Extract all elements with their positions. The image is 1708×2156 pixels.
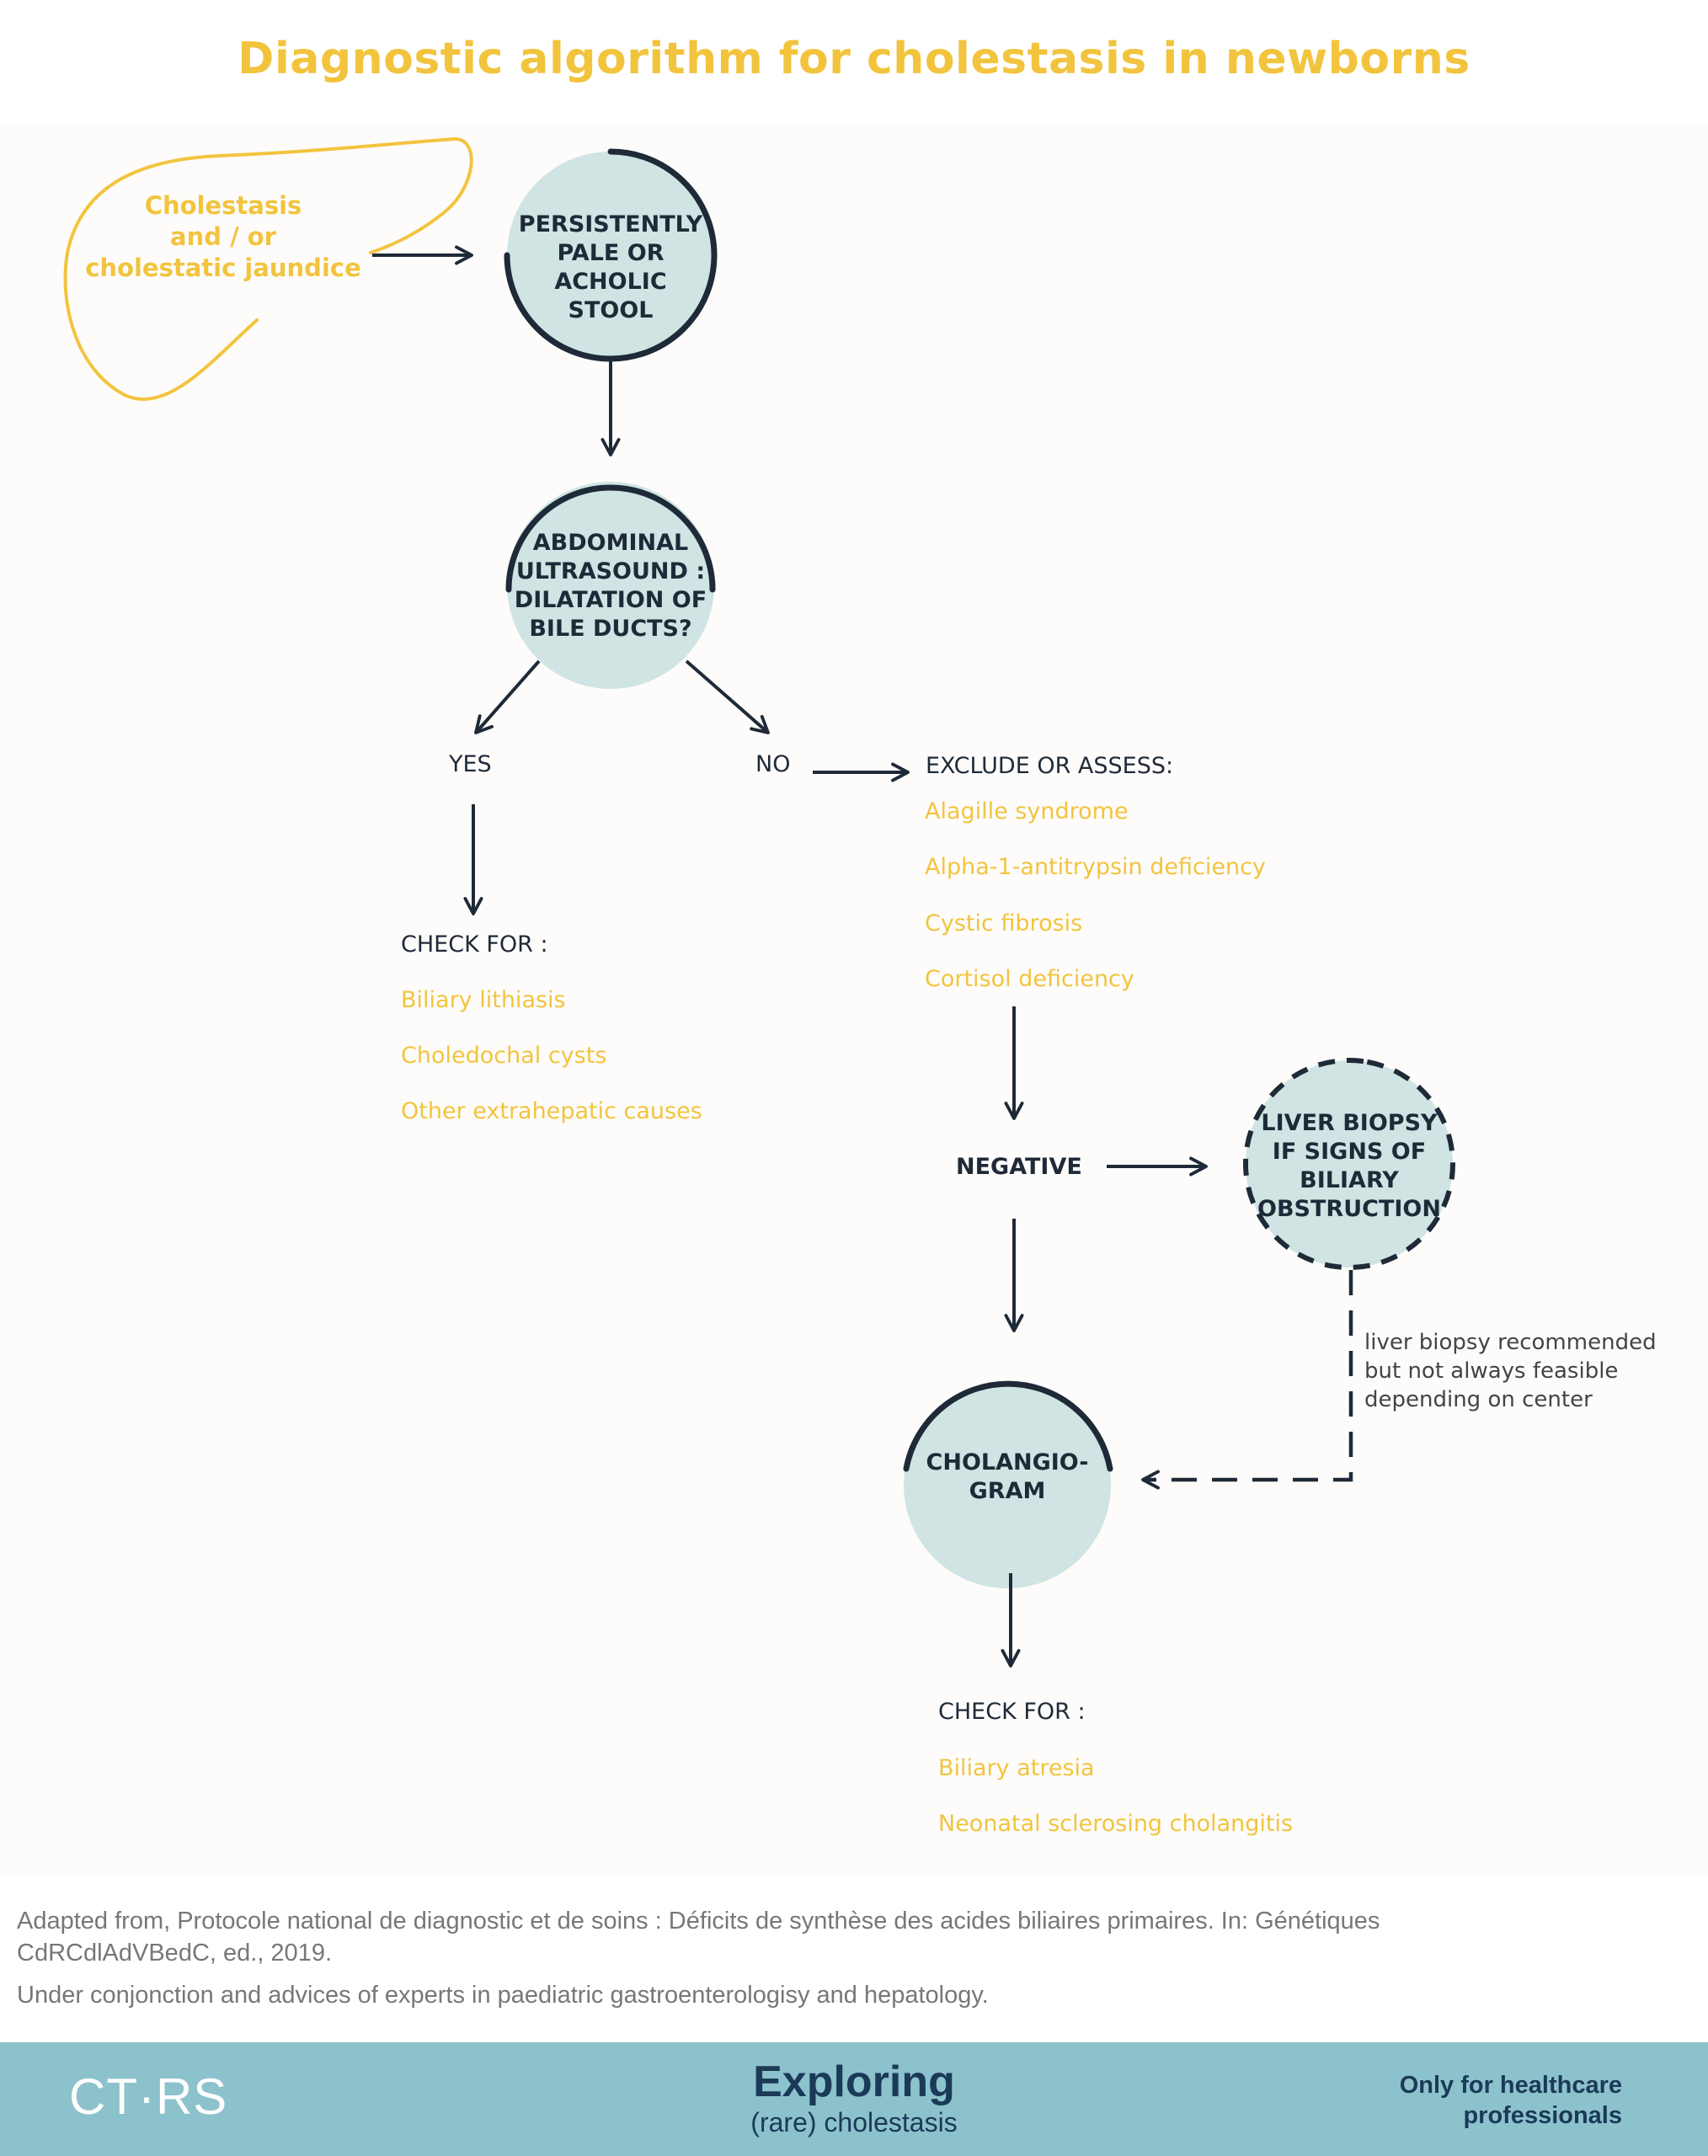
ultrasound-node-label: ABDOMINAL ULTRASOUND : DILATATION OF BIL… [514,530,707,642]
ultrasound-node-circle [507,482,714,689]
exclude-heading: EXCLUDE OR ASSESS: [926,753,1174,779]
cholangiogram-node-circle [904,1381,1111,1588]
footer-bar [0,2042,1708,2156]
page-title: Diagnostic algorithm for cholestasis in … [238,34,1470,84]
check-yes-item: Other extrahepatic causes [401,1098,702,1124]
check-for-yes-heading: CHECK FOR : [401,931,548,958]
exploring-logo: Exploring [753,2057,955,2106]
check-for-final-heading: CHECK FOR : [938,1699,1086,1725]
negative-label: NEGATIVE [956,1154,1082,1180]
start-blob-outline [63,136,473,401]
exclude-item: Cystic fibrosis [925,910,1083,937]
exclude-item: Alpha-1-antitrypsin deficiency [925,854,1266,880]
arrow-biopsy-to-cholangiogram [1141,1270,1353,1490]
source-citation: Adapted from, Protocole national de diag… [17,1908,1380,1967]
exclude-item: Cortisol deficiency [925,966,1134,992]
check-yes-item: Choledochal cysts [401,1043,607,1069]
biopsy-note: liver biopsy recommended but not always … [1364,1330,1657,1412]
arrow-ultrasound-to-no [685,659,770,734]
arrow-ultrasound-to-yes [474,659,541,734]
cholangiogram-node-label: CHOLANGIO- GRAM [926,1449,1089,1504]
exploring-logo-subtitle: (rare) cholestasis [750,2107,958,2137]
stool-node-circle [507,152,714,359]
yes-label: YES [449,751,492,777]
no-label: NO [755,751,791,777]
exclude-item: Alagille syndrome [925,798,1129,825]
check-yes-item: Biliary lithiasis [401,987,566,1013]
healthcare-disclaimer: Only for healthcare professionals [1399,2072,1622,2129]
stool-node-label: PERSISTENTLY PALE OR ACHOLIC STOOL [518,211,703,323]
biopsy-node-label: LIVER BIOPSY IF SIGNS OF BILIARY OBSTRUC… [1257,1110,1441,1222]
diagram-canvas [0,126,1708,1874]
check-final-item: Biliary atresia [938,1755,1095,1781]
ctrs-logo: CT·RS [69,2068,228,2125]
biopsy-node-circle [1246,1060,1453,1267]
check-final-item: Neonatal sclerosing cholangitis [938,1811,1294,1837]
experts-note: Under conjonction and advices of experts… [17,1982,989,2009]
start-label: Cholestasis and / or cholestatic jaundic… [85,191,361,282]
